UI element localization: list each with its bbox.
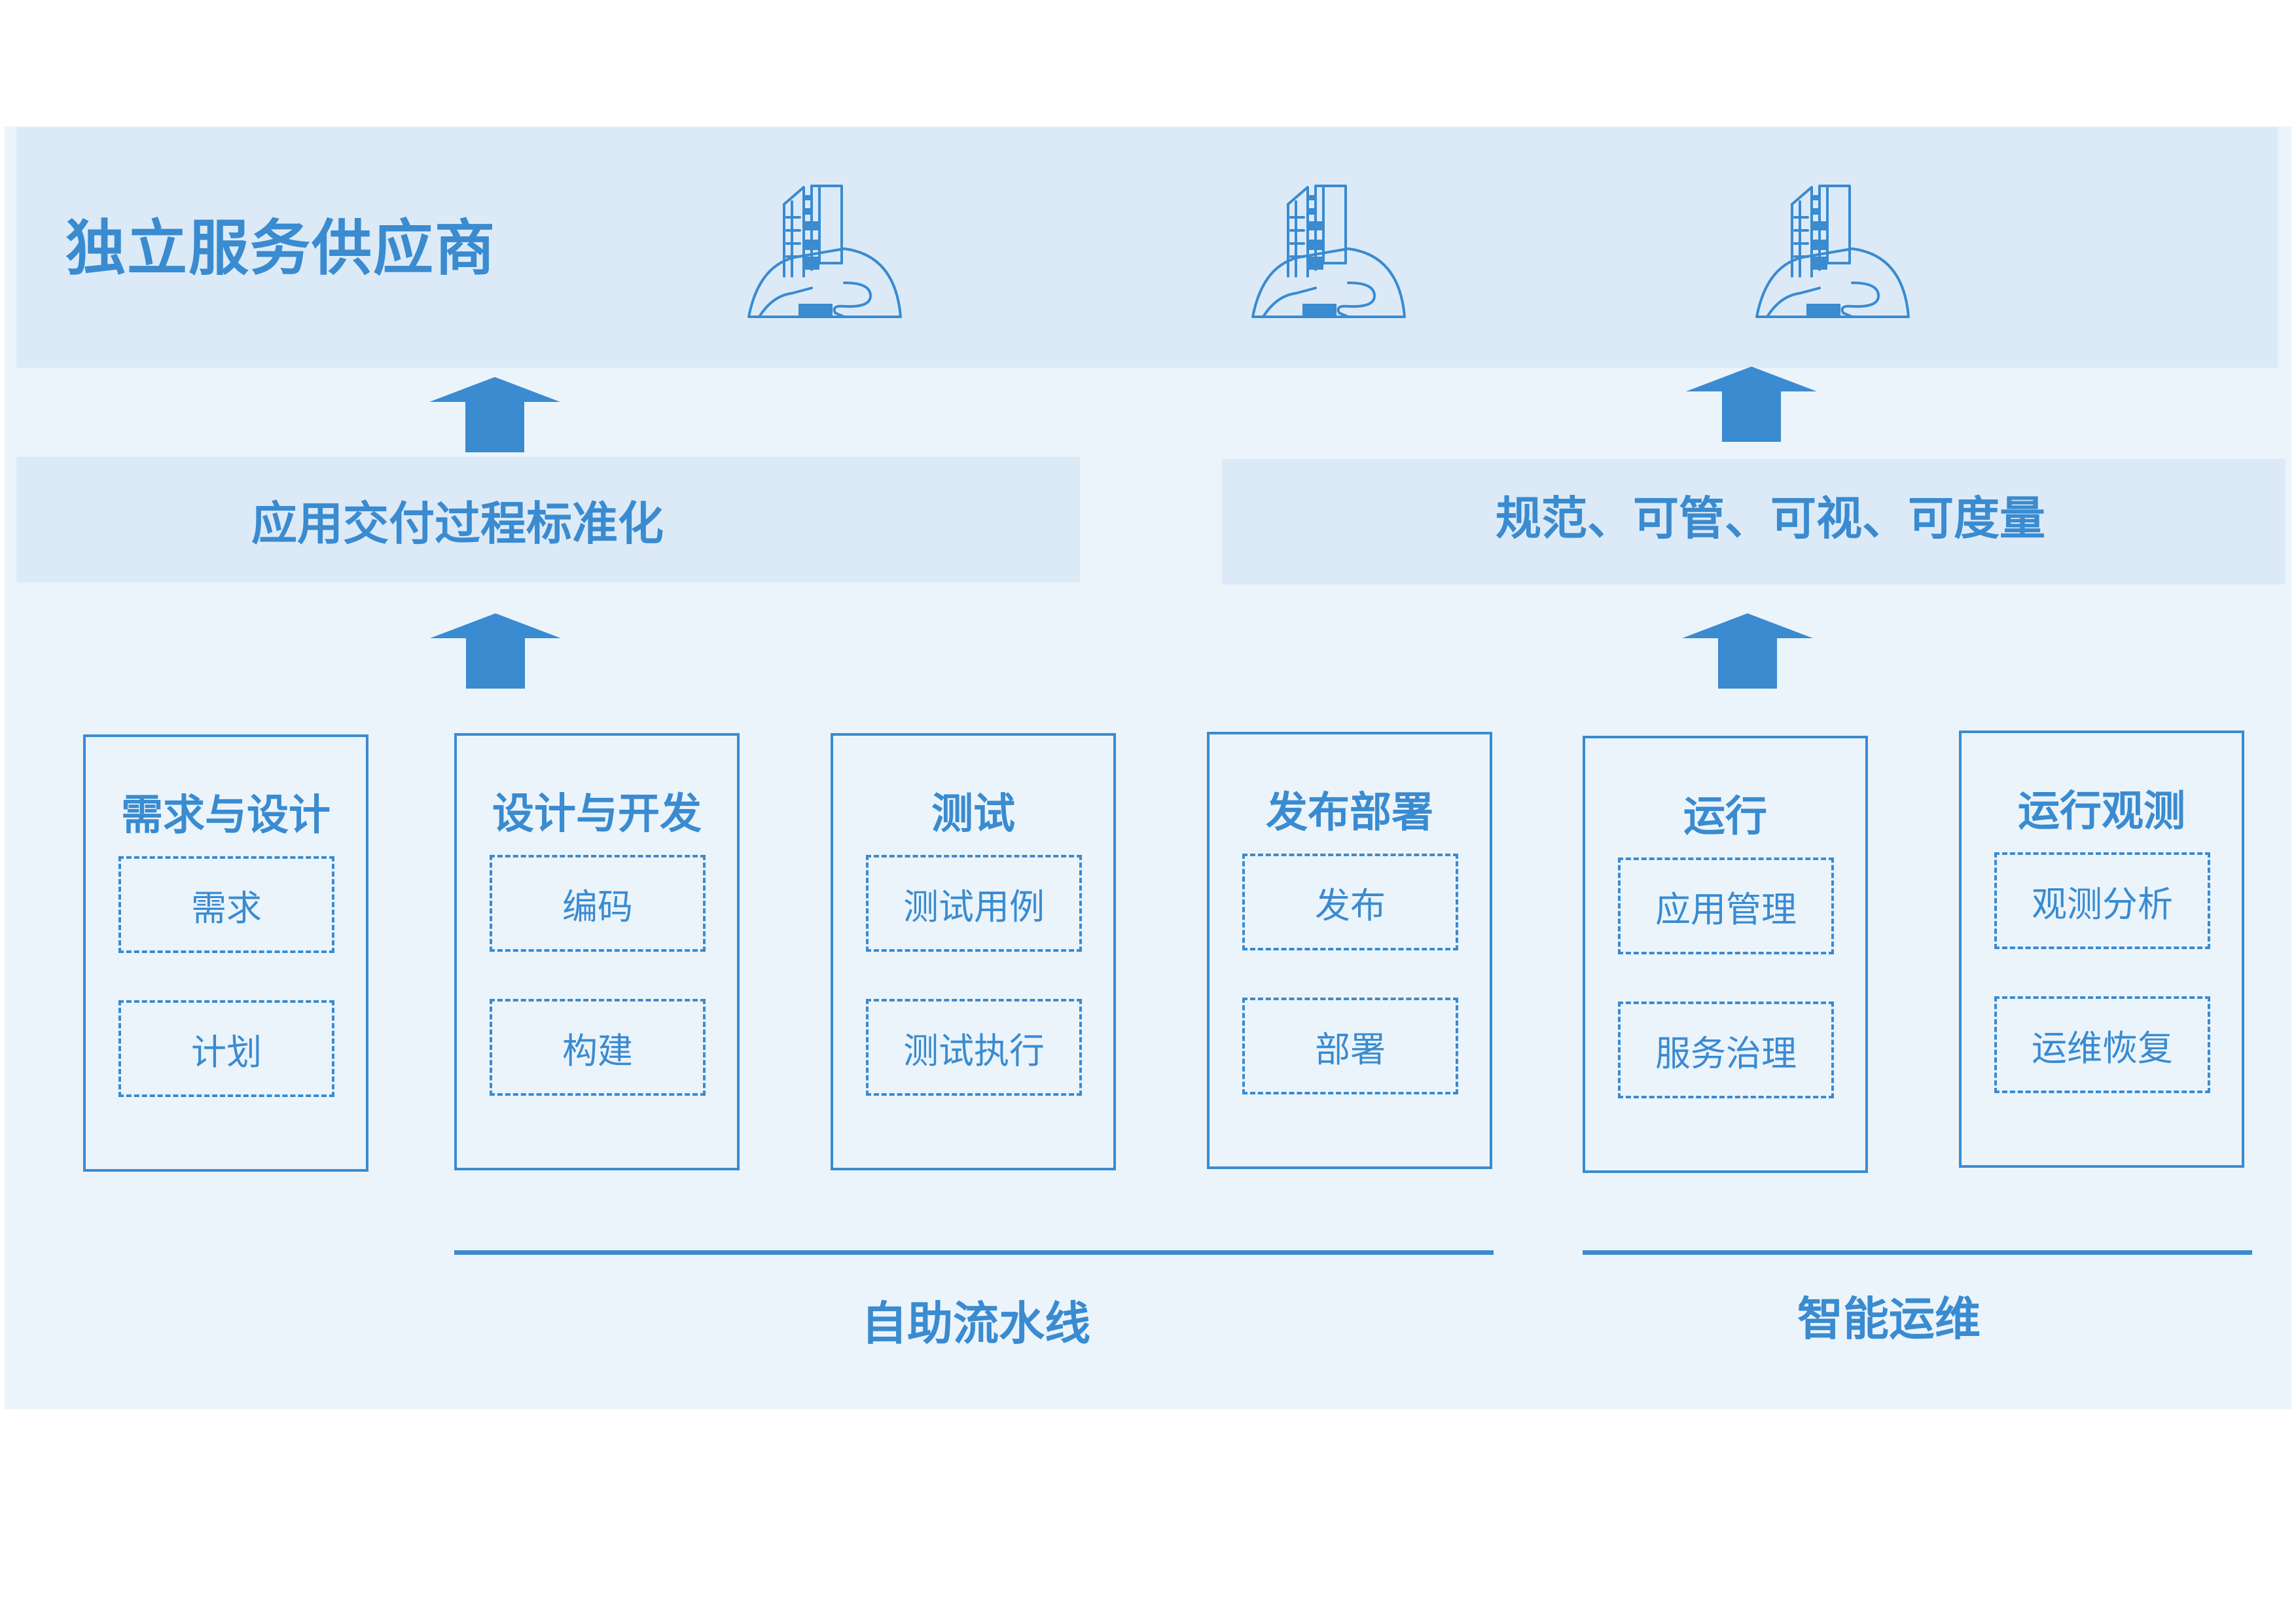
standardization-band <box>16 457 1080 583</box>
arrow-up-icon <box>429 377 560 452</box>
ops-divider <box>1583 1250 2252 1255</box>
stage-item: 运维恢复 <box>1994 996 2210 1093</box>
stage-requirements-design: 需求与设计 需求 计划 <box>83 734 368 1172</box>
stage-item: 部署 <box>1242 998 1458 1094</box>
building-icon <box>747 185 902 318</box>
pipeline-divider <box>454 1250 1494 1255</box>
stage-title: 需求与设计 <box>121 791 331 840</box>
stage-title: 测试 <box>931 790 1015 839</box>
standardization-label: 应用交付过程标准化 <box>251 497 664 550</box>
provider-title: 独立服务供应商 <box>65 213 497 283</box>
stage-item: 测试用例 <box>866 855 1082 952</box>
stage-observability: 运行观测 观测分析 运维恢复 <box>1959 731 2244 1168</box>
stage-design-development: 设计与开发 编码 构建 <box>454 733 740 1170</box>
stage-testing: 测试 测试用例 测试执行 <box>831 733 1116 1170</box>
governance-label: 规范、可管、可视、可度量 <box>1496 492 2045 545</box>
stage-title: 运行观测 <box>2018 787 2185 836</box>
stage-item: 发布 <box>1242 854 1458 950</box>
stage-item: 需求 <box>118 856 334 953</box>
building-icon <box>1251 185 1406 318</box>
arrow-up-icon <box>1686 367 1817 442</box>
stage-item: 构建 <box>490 999 706 1096</box>
stage-release-deploy: 发布部署 发布 部署 <box>1207 732 1492 1169</box>
building-icon <box>1755 185 1910 318</box>
provider-band <box>16 127 2278 368</box>
stage-item: 观测分析 <box>1994 852 2210 949</box>
governance-band <box>1222 459 2286 585</box>
stage-operation: 运行 应用管理 服务治理 <box>1583 736 1868 1173</box>
stage-item: 计划 <box>118 1000 334 1097</box>
stage-title: 运行 <box>1683 793 1767 841</box>
stage-item: 编码 <box>490 855 706 952</box>
stage-title: 发布部署 <box>1266 789 1433 837</box>
stage-title: 设计与开发 <box>492 790 702 839</box>
ops-label: 智能运维 <box>1797 1292 1981 1346</box>
arrow-up-icon <box>430 613 561 689</box>
arrow-up-icon <box>1682 613 1813 689</box>
stage-item: 测试执行 <box>866 999 1082 1096</box>
stage-item: 应用管理 <box>1618 857 1834 954</box>
pipeline-label: 自助流水线 <box>861 1297 1090 1350</box>
stage-item: 服务治理 <box>1618 1001 1834 1098</box>
